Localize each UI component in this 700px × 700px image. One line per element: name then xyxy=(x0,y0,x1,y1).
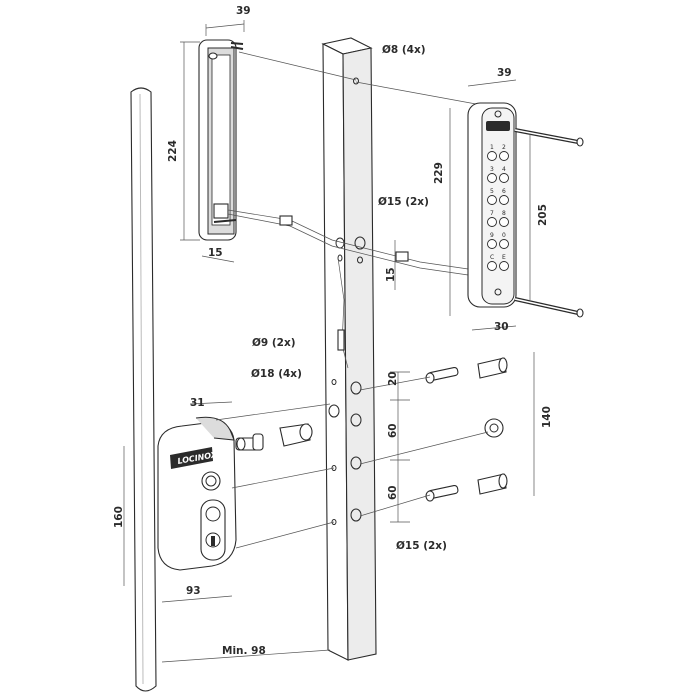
keypad-key-C xyxy=(487,261,497,271)
mounting-bolt-bottom xyxy=(425,484,459,502)
keypad-key-2 xyxy=(499,151,509,161)
keypad-keys: 1 2 3 4 5 6 7 8 9 0C E xyxy=(487,144,509,271)
dim-keypad-inner-height: 205 xyxy=(537,204,549,226)
keypad-key-label: 4 xyxy=(502,166,506,173)
keypad-key-label: 8 xyxy=(502,210,506,217)
keypad-key-label: 1 xyxy=(490,144,494,151)
keypad-key-5 xyxy=(487,195,497,205)
mounting-sleeve-bottom xyxy=(477,473,508,495)
keypad-key-label: 3 xyxy=(490,166,494,173)
keypad-key-8 xyxy=(499,217,509,227)
dim-handle-depth: 15 xyxy=(208,247,223,259)
keypad-key-9 xyxy=(487,239,497,249)
dim-keypad-bottom: 30 xyxy=(494,321,509,333)
wire-connector xyxy=(337,329,345,351)
dim-spacing-60-a: 60 xyxy=(387,423,399,438)
dim-spacing-140: 140 xyxy=(541,406,553,428)
keypad-key-label: 7 xyxy=(490,210,494,217)
label-hole-9: Ø9 (2x) xyxy=(252,337,296,349)
dim-spacing-60-b: 60 xyxy=(387,485,399,500)
dim-lock-height: 160 xyxy=(113,506,125,528)
keypad-key-0 xyxy=(499,239,509,249)
dim-keypad-height: 229 xyxy=(433,162,445,184)
keypad-key-label: 0 xyxy=(502,232,506,239)
keypad-key-E xyxy=(499,261,509,271)
dim-keypad-offset: 15 xyxy=(385,267,397,282)
handle-plate xyxy=(198,39,244,241)
keypad-key-label: 5 xyxy=(490,188,494,195)
keypad-screw-top xyxy=(514,128,584,147)
keypad-key-6 xyxy=(499,195,509,205)
keypad-screw-bottom xyxy=(514,297,584,318)
dim-min-distance: Min. 98 xyxy=(222,645,266,657)
dimension-lines xyxy=(123,20,535,663)
dim-spacing-20: 20 xyxy=(387,371,399,386)
lock-body xyxy=(157,416,237,571)
keypad-key-7 xyxy=(487,217,497,227)
label-hole-15-top: Ø15 (2x) xyxy=(378,196,429,208)
mounting-bolt-top xyxy=(425,366,459,384)
mounting-nut xyxy=(484,418,504,438)
round-rod xyxy=(130,87,157,692)
keypad-key-1 xyxy=(487,151,497,161)
dim-lock-depth: 31 xyxy=(190,397,205,409)
keypad-key-label: E xyxy=(502,254,506,261)
dim-handle-width: 39 xyxy=(236,5,251,17)
dim-lock-width: 93 xyxy=(186,585,201,597)
label-hole-8: Ø8 (4x) xyxy=(382,44,426,56)
label-hole-18: Ø18 (4x) xyxy=(251,368,302,380)
keypad-key-label: 2 xyxy=(502,144,506,151)
keypad-key-label: 6 xyxy=(502,188,506,195)
mounting-sleeve-top xyxy=(477,357,508,379)
dim-handle-height: 224 xyxy=(167,140,179,162)
dim-keypad-width: 39 xyxy=(497,67,512,79)
label-hole-15-bottom: Ø15 (2x) xyxy=(396,540,447,552)
keypad-key-label: 9 xyxy=(490,232,494,239)
keypad-key-label: C xyxy=(490,254,494,261)
keypad-key-3 xyxy=(487,173,497,183)
square-post xyxy=(321,37,377,661)
keypad-key-4 xyxy=(499,173,509,183)
keypad xyxy=(467,102,517,308)
lock-bolt-parts xyxy=(235,423,313,451)
